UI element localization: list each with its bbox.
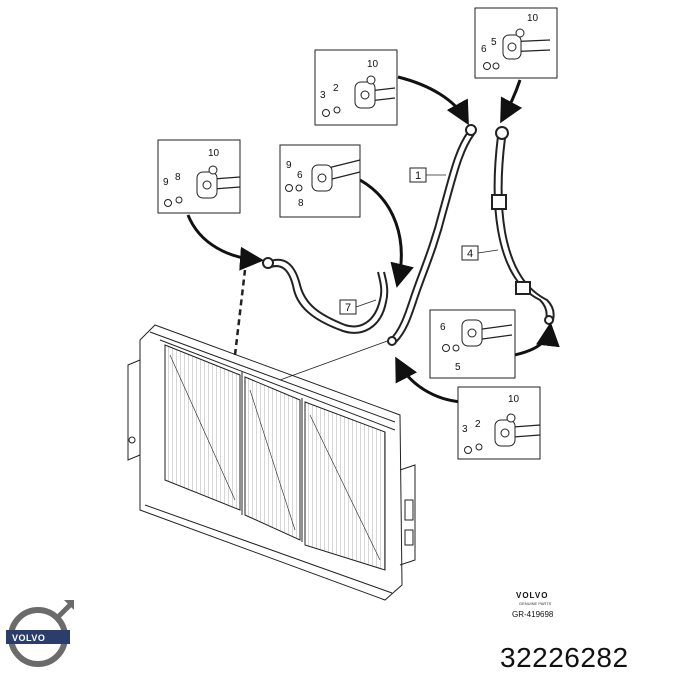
callout-label: 3 [320,90,326,101]
callout-label: 2 [475,419,481,430]
callout-label: 6 [481,44,487,55]
hose-7 [262,257,389,334]
callout-label: 8 [298,198,304,209]
detail-view-right-middle: 6 5 [429,309,516,379]
brand-name: VOLVO [516,591,549,600]
callout-label: 2 [333,83,339,94]
callout-label: 10 [208,148,220,159]
callout-box-label: 4 [467,248,473,260]
callout-box-1: 1 [409,167,446,183]
callout-label: 6 [440,322,446,333]
callout-box-7: 7 [339,299,377,315]
brand-subtitle: GENUINE PARTS [519,601,552,606]
callout-label: 10 [508,394,520,405]
callout-box-label: 1 [415,170,421,182]
callout-box-label: 7 [345,302,351,314]
callout-label: 9 [286,160,292,171]
logo-text: VOLVO [12,633,45,643]
callout-label: 8 [175,172,181,183]
detail-view-top-center: 10 2 3 [314,49,398,126]
drawing-code: GR-419698 [512,610,554,619]
part-number: 32226282 [500,642,629,673]
detail-view-left: 10 9 8 [157,139,241,214]
callout-label: 9 [163,177,169,188]
condenser-radiator [127,324,416,601]
callout-label: 5 [455,362,461,373]
detail-arrows [186,75,560,404]
leader-lines [233,269,391,381]
callout-label: 5 [491,37,497,48]
hose-1 [387,124,477,346]
volvo-iron-mark-icon: VOLVO [6,600,74,667]
callout-label: 10 [367,59,379,70]
callout-box-4: 4 [461,245,499,261]
callout-label: 6 [297,170,303,181]
detail-view-top-right: 10 6 5 [474,7,558,79]
detail-view-center-left: 9 6 8 [279,144,361,218]
callout-label: 3 [462,424,468,435]
hose-4 [491,126,555,325]
detail-view-right-lower: 10 2 3 [457,386,541,460]
callout-label: 10 [527,13,539,24]
